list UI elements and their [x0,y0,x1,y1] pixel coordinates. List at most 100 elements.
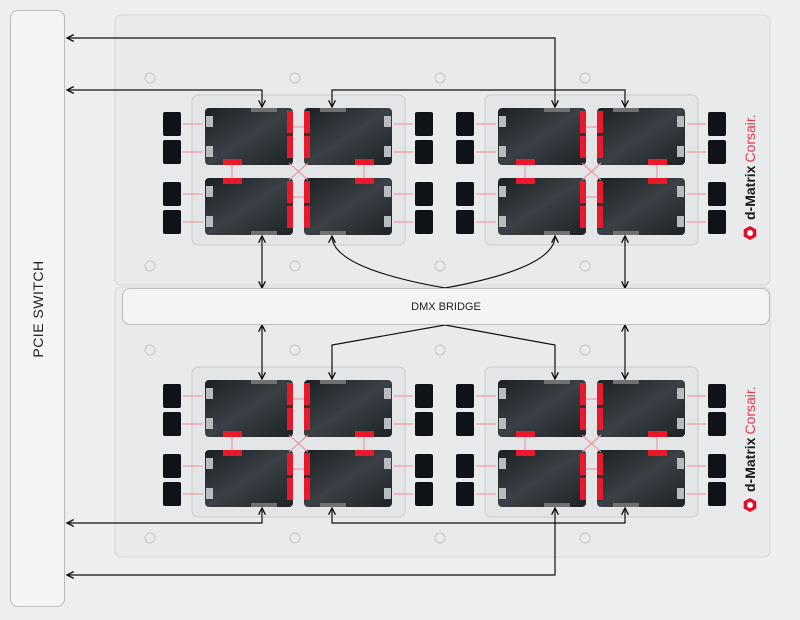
io-pad [206,418,213,429]
io-pad [499,186,506,197]
chip-link [648,450,667,456]
dmx-bridge: DMX BRIDGE [122,288,770,325]
memory-module [456,140,474,164]
io-pad [206,116,213,127]
chip-link [580,181,586,203]
chip-link [597,383,603,405]
pcie-pad [251,380,277,384]
pcie-pad [613,503,639,507]
cross-link [581,434,602,453]
chip-link [597,408,603,430]
mounting-hole [144,344,156,356]
pcie-pad [251,503,277,507]
chip-link [580,136,586,158]
chip-link [648,178,667,184]
corsair-logo-top: d-Matrix Corsair. [740,50,760,240]
pcie-pad [544,503,570,507]
memory-module [708,384,726,408]
memory-module [415,182,433,206]
chip-link [516,431,535,437]
memory-module [415,210,433,234]
pcie-pad [320,231,346,235]
io-pad [499,146,506,157]
mounting-hole [579,72,591,84]
io-pad [384,418,391,429]
io-pad [384,146,391,157]
chip-link [580,408,586,430]
dnn-chip [304,380,392,437]
dnn-chip [205,450,293,507]
chip-link [580,383,586,405]
chip-link [287,136,293,158]
dnn-chip [205,380,293,437]
pcie-pad [613,231,639,235]
memory-module [415,454,433,478]
chip-link [516,159,535,165]
memory-module [708,112,726,136]
io-pad [206,216,213,227]
pcie-pad [613,380,639,384]
bridge-connection [332,324,555,379]
mounting-hole [434,260,446,272]
chip-link [287,206,293,228]
memory-module [415,140,433,164]
chip-link [287,383,293,405]
cross-link [288,162,309,181]
dnn-chip [498,178,586,235]
memory-module [415,482,433,506]
brand-name: d-Matrix [742,165,758,220]
memory-module [708,182,726,206]
io-pad [677,458,684,469]
memory-module [708,482,726,506]
pcie-switch: PCIE SWITCH [10,10,65,607]
io-pad [499,418,506,429]
chip-link [516,178,535,184]
memory-module [415,412,433,436]
memory-module [456,210,474,234]
pcie-connection [67,38,555,107]
mounting-hole [289,344,301,356]
memory-module [163,182,181,206]
memory-module [163,140,181,164]
pcie-pad [251,231,277,235]
dnn-chip [304,108,392,165]
pcie-pad [320,503,346,507]
io-pad [384,488,391,499]
pcie-pad [544,380,570,384]
memory-module [456,454,474,478]
chip-link [597,181,603,203]
chip-link [580,478,586,500]
io-pad [384,186,391,197]
pcie-pad [251,108,277,112]
memory-module [708,140,726,164]
product-name: Corsair. [742,114,758,163]
chip-link [597,478,603,500]
mounting-hole [579,532,591,544]
pcie-pad [544,231,570,235]
chip-link [304,206,310,228]
memory-module [163,412,181,436]
chip-link [223,178,242,184]
chip-link [304,181,310,203]
dnn-chip [304,178,392,235]
io-pad [384,216,391,227]
chip-link [304,111,310,133]
io-pad [677,146,684,157]
dnn-chip [597,178,685,235]
chip-link [355,450,374,456]
memory-module [708,210,726,234]
memory-module [456,112,474,136]
chip-link [287,453,293,475]
pcie-pad [544,108,570,112]
dnn-chip [597,450,685,507]
dmatrix-hex-icon [743,498,757,512]
chip-link [304,453,310,475]
product-name: Corsair. [742,386,758,435]
chip-link [287,111,293,133]
chip-link [597,206,603,228]
memory-module [415,384,433,408]
io-pad [206,458,213,469]
dmx-bridge-label: DMX BRIDGE [411,300,481,313]
